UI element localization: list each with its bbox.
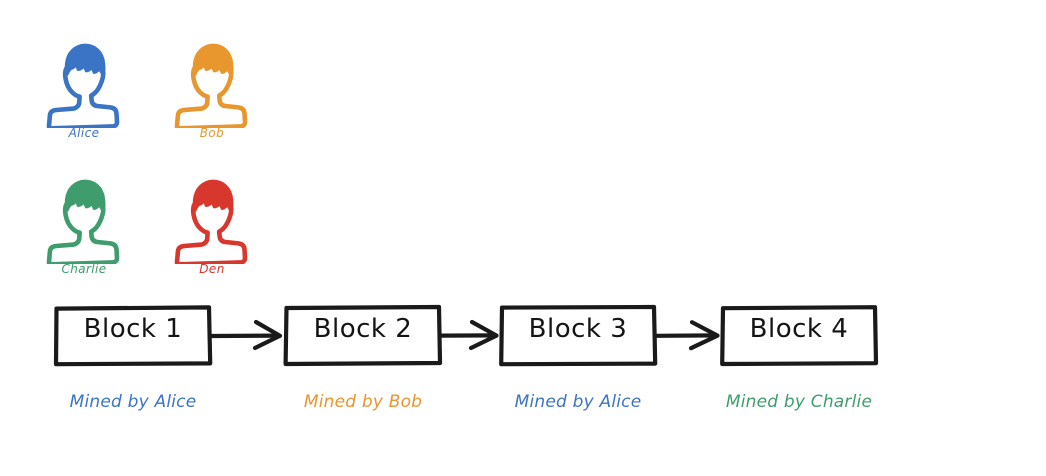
participant-alice[interactable]: Alice [36,36,132,140]
participant-den[interactable]: Den [164,172,260,276]
person-avatar-icon [164,36,260,131]
block-box [499,304,658,367]
block-caption: Mined by Alice [514,392,642,412]
block-box [283,304,443,367]
block-label[interactable]: Block 3 [528,314,628,344]
block-caption: Mined by Bob [303,392,423,412]
person-avatar-icon [36,172,132,267]
arrow-right-icon [439,319,499,351]
arrow-right-icon [209,319,283,351]
block-label[interactable]: Block 2 [313,314,413,344]
participant-name: Bob [199,126,225,140]
block-caption: Mined by Charlie [725,392,873,412]
participant-name: Alice [68,126,100,140]
blockchain: Block 1 Block 2 Block 3 Block 4 Mined by… [40,296,930,436]
arrow-right-icon [654,320,720,351]
participant-name: Charlie [61,262,107,276]
person-avatar-icon [164,172,260,267]
participant-charlie[interactable]: Charlie [36,172,132,276]
block-label[interactable]: Block 1 [83,314,183,344]
block-caption: Mined by Alice [69,392,197,412]
block-label[interactable]: Block 4 [749,314,849,344]
participant-bob[interactable]: Bob [164,36,260,140]
participant-name: Den [199,262,225,276]
block-box [53,305,213,367]
block-box [720,305,879,367]
person-avatar-icon [36,36,132,131]
